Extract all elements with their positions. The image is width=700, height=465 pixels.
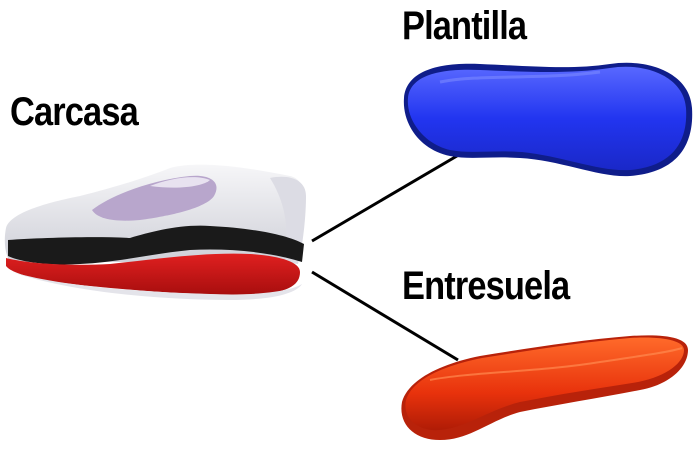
connector-line-plantilla [311,151,463,243]
label-entresuela: Entresuela [402,264,570,308]
insole-illustration [403,62,693,177]
label-plantilla: Plantilla [402,4,527,48]
shoe-shell-illustration [4,164,306,300]
connector-line-entresuela [311,270,459,362]
label-carcasa: Carcasa [10,90,139,134]
midsole-illustration [401,335,688,440]
